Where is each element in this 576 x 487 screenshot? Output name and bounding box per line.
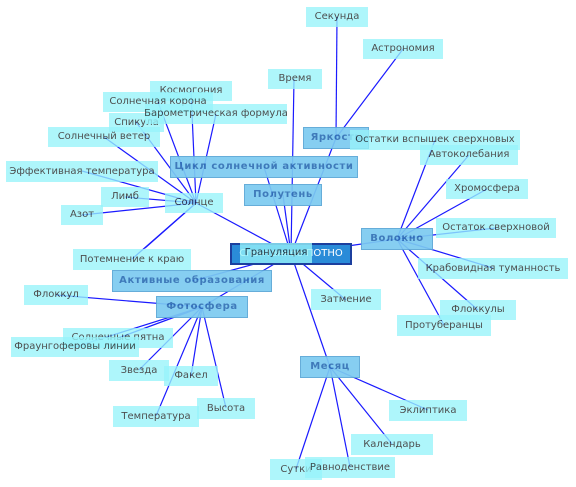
hub-penumbra-label: Полутень — [253, 189, 313, 200]
leaf-time[interactable]: Время — [268, 69, 322, 89]
leaf-astronomy[interactable]: Астрономия — [363, 39, 443, 59]
hub-brightness-label: Яркость — [310, 132, 362, 143]
leaf-flocculi-label: Флоккулы — [451, 304, 505, 315]
edge-line — [155, 306, 203, 417]
hub-active-formations-label: Активные образования — [119, 275, 265, 286]
edge-line — [290, 253, 331, 368]
leaf-temperature-label: Температура — [121, 410, 191, 422]
leaf-astronomy-label: Астрономия — [371, 43, 435, 54]
leaf-facula[interactable]: Факел — [164, 366, 218, 386]
leaf-nitrogen-label: Азот — [69, 209, 95, 220]
leaf-height[interactable]: Высота — [197, 398, 255, 419]
leaf-self-osc-label: Автоколебания — [428, 149, 510, 160]
leaf-crab[interactable]: Крабовидная туманность — [418, 258, 568, 279]
leaf-second[interactable]: Секунда — [306, 7, 368, 27]
leaf-limb-dark[interactable]: Потемнение к краю — [73, 249, 191, 270]
leaf-ecliptic[interactable]: Эклиптика — [389, 400, 467, 421]
leaf-star[interactable]: Звезда — [109, 360, 169, 381]
edge-line — [329, 366, 351, 468]
leaf-limb-dark-label: Потемнение к краю — [79, 253, 185, 265]
leaf-calendar-label: Календарь — [363, 438, 421, 450]
leaf-ecliptic-label: Эклиптика — [399, 404, 457, 416]
leaf-temperature[interactable]: Температура — [113, 406, 199, 427]
leaf-fraunhofer[interactable]: Фраунгоферовы линии — [11, 337, 139, 357]
leaf-limb[interactable]: Лимб — [101, 187, 149, 207]
leaf-time-label: Время — [278, 73, 312, 84]
hub-solar-cycle[interactable]: Цикл солнечной активности — [170, 156, 358, 178]
leaf-chromosphere-label: Хромосфера — [454, 183, 520, 194]
leaf-eff-temp-label: Эффективная температура — [9, 165, 155, 177]
hub-penumbra[interactable]: Полутень — [244, 184, 322, 206]
leaf-equinox[interactable]: Равноденствие — [305, 457, 395, 478]
leaf-solar-wind-label: Солнечный ветер — [57, 131, 151, 142]
leaf-crab-label: Крабовидная туманность — [425, 262, 561, 274]
leaf-eclipse-label: Затмение — [320, 293, 372, 305]
leaf-solar-corona-label: Солнечная корона — [109, 96, 207, 107]
edge-line — [335, 48, 404, 139]
leaf-chromosphere[interactable]: Хромосфера — [446, 179, 528, 199]
leaf-height-label: Высота — [206, 402, 246, 414]
leaf-barometric[interactable]: Барометрическая формула — [144, 104, 288, 124]
leaf-solar-wind[interactable]: Солнечный ветер — [48, 127, 160, 147]
edge-line — [396, 238, 445, 326]
edge-line — [396, 154, 470, 240]
hub-fiber[interactable]: Волокно — [361, 228, 433, 250]
leaf-self-osc[interactable]: Автоколебания — [420, 145, 518, 165]
hub-photosphere[interactable]: Фотосфера — [156, 296, 248, 318]
edge-line — [335, 16, 338, 139]
edge-line — [329, 366, 393, 445]
leaf-barometric-label: Барометрическая формула — [144, 108, 288, 119]
leaf-eclipse[interactable]: Затмение — [311, 289, 381, 310]
leaf-eff-temp[interactable]: Эффективная температура — [6, 161, 158, 182]
leaf-prominences-label: Протуберанцы — [405, 319, 483, 331]
edge-line — [295, 366, 331, 470]
hub-photosphere-label: Фотосфера — [166, 301, 238, 312]
leaf-sn-remnant-label: Остаток сверхновой — [442, 222, 550, 233]
leaf-sun[interactable]: Солнце — [165, 193, 223, 213]
leaf-limb-label: Лимб — [111, 191, 139, 202]
leaf-cosmogony-label: Космогония — [159, 85, 223, 96]
leaf-floccule[interactable]: Флоккул — [24, 285, 88, 305]
hub-solar-cycle-label: Цикл солнечной активности — [174, 161, 354, 172]
leaf-day-label: Сутки — [280, 463, 312, 475]
leaf-spicule-label: Спикула — [114, 116, 159, 128]
hub-active-formations[interactable]: Активные образования — [112, 270, 272, 292]
leaf-equinox-label: Равноденствие — [309, 461, 391, 473]
leaf-sun-label: Солнце — [174, 197, 214, 208]
edge-line — [263, 166, 292, 255]
edge-line — [201, 306, 227, 409]
leaf-nitrogen[interactable]: Азот — [61, 205, 103, 225]
leaf-prominences[interactable]: Протуберанцы — [397, 315, 491, 336]
leaf-granulation-label: Грануляция — [244, 247, 308, 258]
leaf-calendar[interactable]: Календарь — [351, 434, 433, 455]
leaf-sn-remnant[interactable]: Остаток сверхновой — [436, 218, 556, 238]
leaf-floccule-label: Флоккул — [33, 289, 79, 300]
hub-month[interactable]: Месяц — [300, 356, 360, 378]
edge-line — [190, 306, 203, 377]
leaf-flare-remnants-label: Остатки вспышек сверхновых — [355, 134, 515, 145]
leaf-fraunhofer-label: Фраунгоферовы линии — [14, 341, 136, 352]
hub-fiber-label: Волокно — [370, 233, 424, 244]
leaf-second-label: Секунда — [314, 11, 360, 22]
leaf-facula-label: Факел — [174, 370, 208, 381]
leaf-granulation[interactable]: Грануляция — [240, 243, 312, 263]
leaf-star-label: Звезда — [120, 364, 158, 376]
hub-month-label: Месяц — [310, 361, 350, 372]
